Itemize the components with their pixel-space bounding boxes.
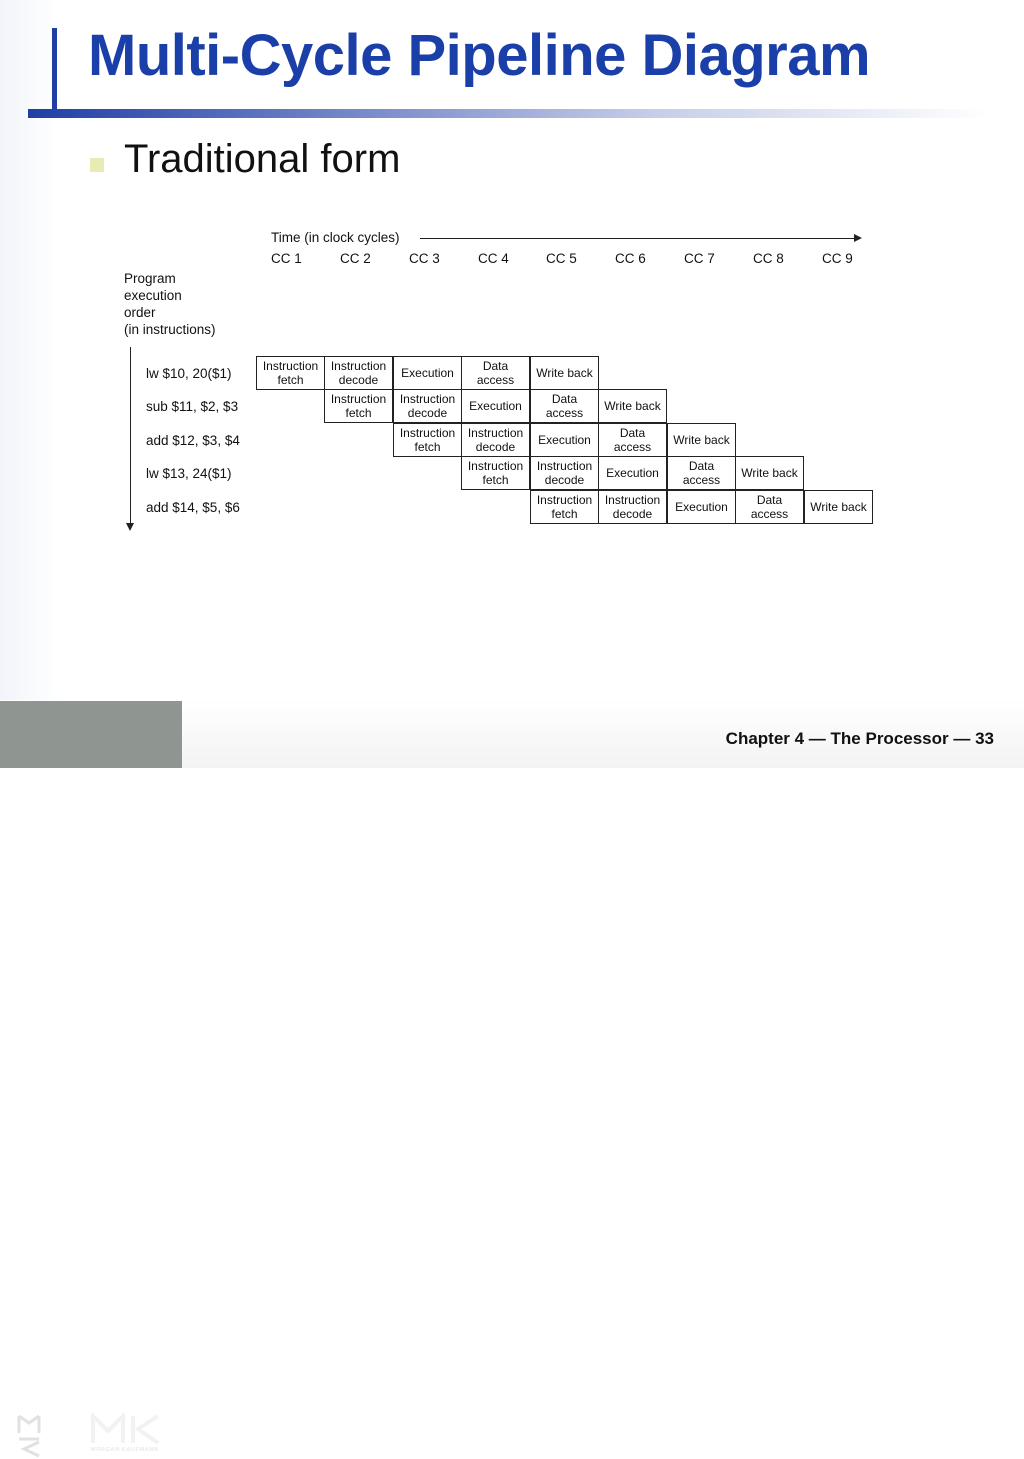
instruction-label: add $12, $3, $4 — [146, 433, 240, 448]
stage-cell: Instruction fetch — [530, 490, 599, 524]
cycle-label: CC 3 — [409, 251, 440, 266]
stage-cell: Execution — [667, 490, 736, 524]
cycle-label: CC 6 — [615, 251, 646, 266]
instruction-label: lw $13, 24($1) — [146, 466, 232, 481]
stage-cell: Execution — [393, 356, 462, 390]
order-arrow-head-icon — [126, 523, 134, 531]
cycle-label: CC 4 — [478, 251, 509, 266]
stage-cell: Write back — [804, 490, 873, 524]
stage-cell: Instruction decode — [530, 456, 599, 490]
mk-vertical-logo-icon — [17, 1414, 41, 1458]
stage-cell: Write back — [735, 456, 804, 490]
publisher-logo: MORGAN KAUFMANN — [0, 701, 182, 1458]
footer-chapter-label: Chapter 4 — The Processor — 33 — [725, 729, 994, 748]
instruction-label: add $14, $5, $6 — [146, 500, 240, 515]
slide-title: Multi-Cycle Pipeline Diagram — [88, 23, 871, 88]
time-arrow-line — [420, 238, 856, 239]
instruction-label: sub $11, $2, $3 — [146, 399, 239, 414]
instruction-label: lw $10, 20($1) — [146, 366, 232, 381]
stage-cell: Instruction decode — [461, 423, 530, 457]
cycle-label: CC 9 — [822, 251, 853, 266]
program-order-label: Program execution order (in instructions… — [124, 271, 216, 337]
logo-subtitle: MORGAN KAUFMANN — [91, 1447, 159, 1453]
stage-cell: Write back — [530, 356, 599, 390]
stage-cell: Data access — [598, 423, 667, 457]
stage-cell: Data access — [667, 456, 736, 490]
stage-cell: Instruction decode — [393, 389, 462, 423]
bullet-square-icon — [90, 158, 104, 172]
cycle-label: CC 7 — [684, 251, 715, 266]
mk-wordmark-icon — [91, 1413, 160, 1445]
time-axis-label: Time (in clock cycles) — [271, 230, 400, 245]
time-arrow-head-icon — [854, 234, 862, 242]
title-vertical-rule — [52, 28, 57, 112]
stage-cell: Instruction decode — [324, 356, 393, 390]
stage-cell: Data access — [530, 389, 599, 423]
stage-cell: Instruction decode — [598, 490, 667, 524]
cycle-label: CC 1 — [271, 251, 302, 266]
cycle-label: CC 8 — [753, 251, 784, 266]
stage-cell: Execution — [461, 389, 530, 423]
stage-cell: Data access — [735, 490, 804, 524]
stage-cell: Execution — [598, 456, 667, 490]
cycle-label: CC 5 — [546, 251, 577, 266]
stage-cell: Instruction fetch — [324, 389, 393, 423]
pipeline-diagram: Time (in clock cycles) CC 1 CC 2 CC 3 CC… — [124, 230, 873, 531]
stage-cell: Write back — [598, 389, 667, 423]
title-horizontal-rule — [28, 109, 988, 118]
stage-cell: Instruction fetch — [461, 456, 530, 490]
stage-cell: Data access — [461, 356, 530, 390]
bullet-text: Traditional form — [124, 137, 401, 181]
stage-cell: Write back — [667, 423, 736, 457]
cycle-label: CC 2 — [340, 251, 371, 266]
stage-cell: Instruction fetch — [393, 423, 462, 457]
order-arrow-line — [130, 347, 131, 525]
stage-cell: Instruction fetch — [256, 356, 325, 390]
stage-cell: Execution — [530, 423, 599, 457]
